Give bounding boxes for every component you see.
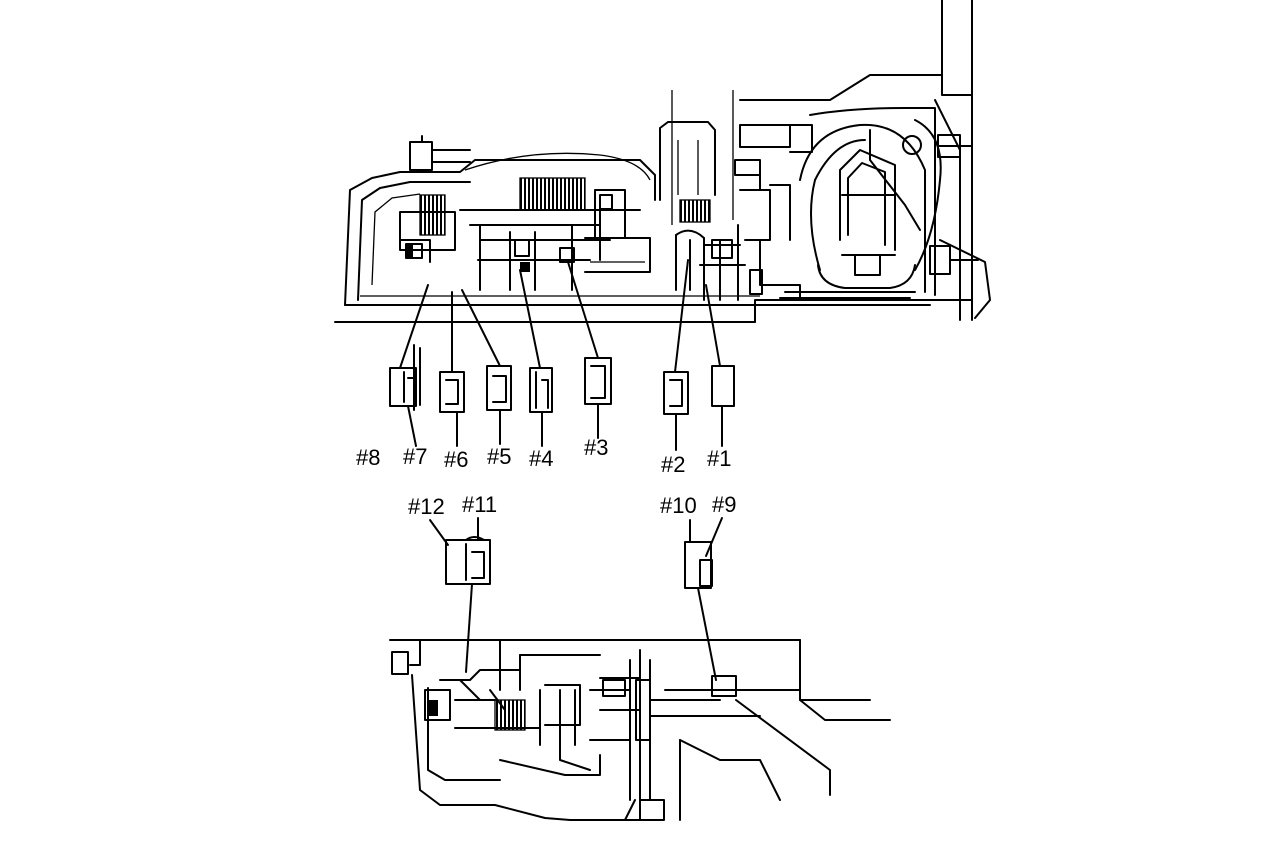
seal-icon-12-11 [429,517,491,585]
seal-icon-10-9 [684,517,723,589]
seal-icon-7 [413,344,421,411]
label-leader-lines [407,403,723,451]
callout-2: #2 [661,452,685,477]
seal-icon-1 [711,365,735,407]
callout-11: #11 [462,492,497,517]
callout-4: #4 [529,446,553,471]
callout-3: #3 [584,435,608,460]
callout-12: #12 [408,494,445,519]
upper-leader-lines [399,259,721,373]
callout-7: #7 [403,444,427,469]
callout-8: #8 [356,445,380,470]
callout-labels: #8 #7 #6 #5 #4 #3 #2 #1 #12 #11 #10 #9 [356,435,736,519]
lower-transmission-section [389,639,891,821]
upper-transmission-section [334,0,991,323]
seal-icon-2 [663,371,689,415]
lower-leader-lines [465,583,717,681]
callout-1: #1 [707,446,731,471]
callout-6: #6 [444,447,468,472]
seal-icon-8 [389,367,417,407]
seal-icon-6 [439,371,465,413]
callout-10: #10 [660,493,697,518]
seal-icon-5 [486,365,512,411]
callout-5: #5 [487,444,511,469]
callout-9: #9 [712,492,736,517]
seal-icon-3 [584,357,612,405]
seal-icon-4 [529,367,553,413]
